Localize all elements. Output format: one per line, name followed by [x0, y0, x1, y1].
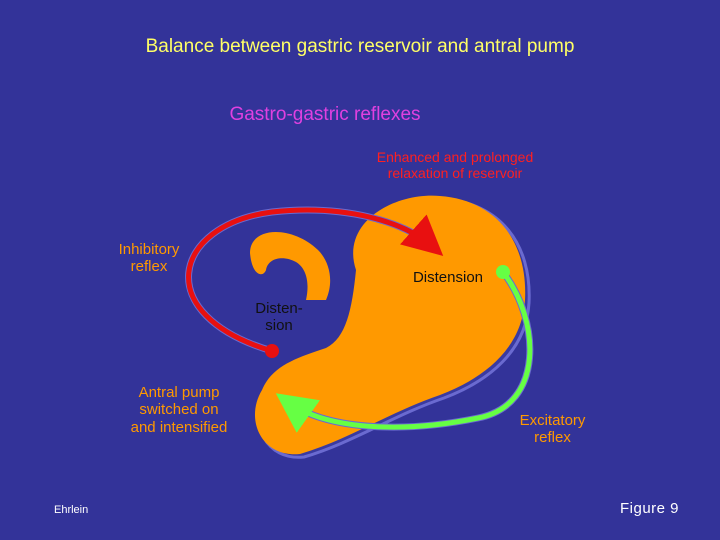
slide-subtitle: Gastro-gastric reflexes [229, 104, 421, 125]
author-credit: Ehrlein [54, 504, 89, 516]
antrum-distension-line-2: sion [265, 317, 293, 335]
slide-title: Balance between gastric reservoir and an… [145, 36, 575, 57]
excitatory-reflex-origin-dot [496, 265, 510, 279]
figure-number: Figure 9 [620, 500, 680, 517]
inhibitory-reflex-origin-dot [265, 344, 279, 358]
relaxation-label: Enhanced and prolonged relaxation of res… [330, 149, 580, 181]
relaxation-label-line-2: relaxation of reservoir [387, 165, 523, 182]
antral-pump-label: Antral pump switched on and intensified [104, 384, 254, 436]
antral-pump-line-3: and intensified [130, 418, 228, 436]
stomach-body [254, 195, 526, 455]
relaxation-label-line-1: Enhanced and prolonged [376, 149, 534, 165]
inhibitory-label-line-1: Inhibitory [118, 241, 180, 258]
antral-pump-line-2: switched on [139, 401, 219, 419]
fundus-distension-label: Distension [412, 269, 484, 286]
inhibitory-reflex-arrow-line [186, 207, 444, 354]
inhibitory-label-line-2: reflex [130, 258, 168, 276]
excitatory-label-line-1: Excitatory [519, 412, 586, 429]
antral-pump-line-1: Antral pump [138, 384, 220, 401]
excitatory-reflex-arrow-line [275, 269, 533, 433]
excitatory-reflex-label: Excitatory reflex [490, 412, 615, 447]
inhibitory-reflex-label: Inhibitory reflex [100, 241, 198, 276]
antrum-distension-line-1: Disten- [255, 300, 303, 317]
excitatory-label-line-2: reflex [534, 429, 571, 447]
esophagus [250, 231, 331, 300]
antrum-distension-label: Disten- sion [240, 300, 318, 335]
